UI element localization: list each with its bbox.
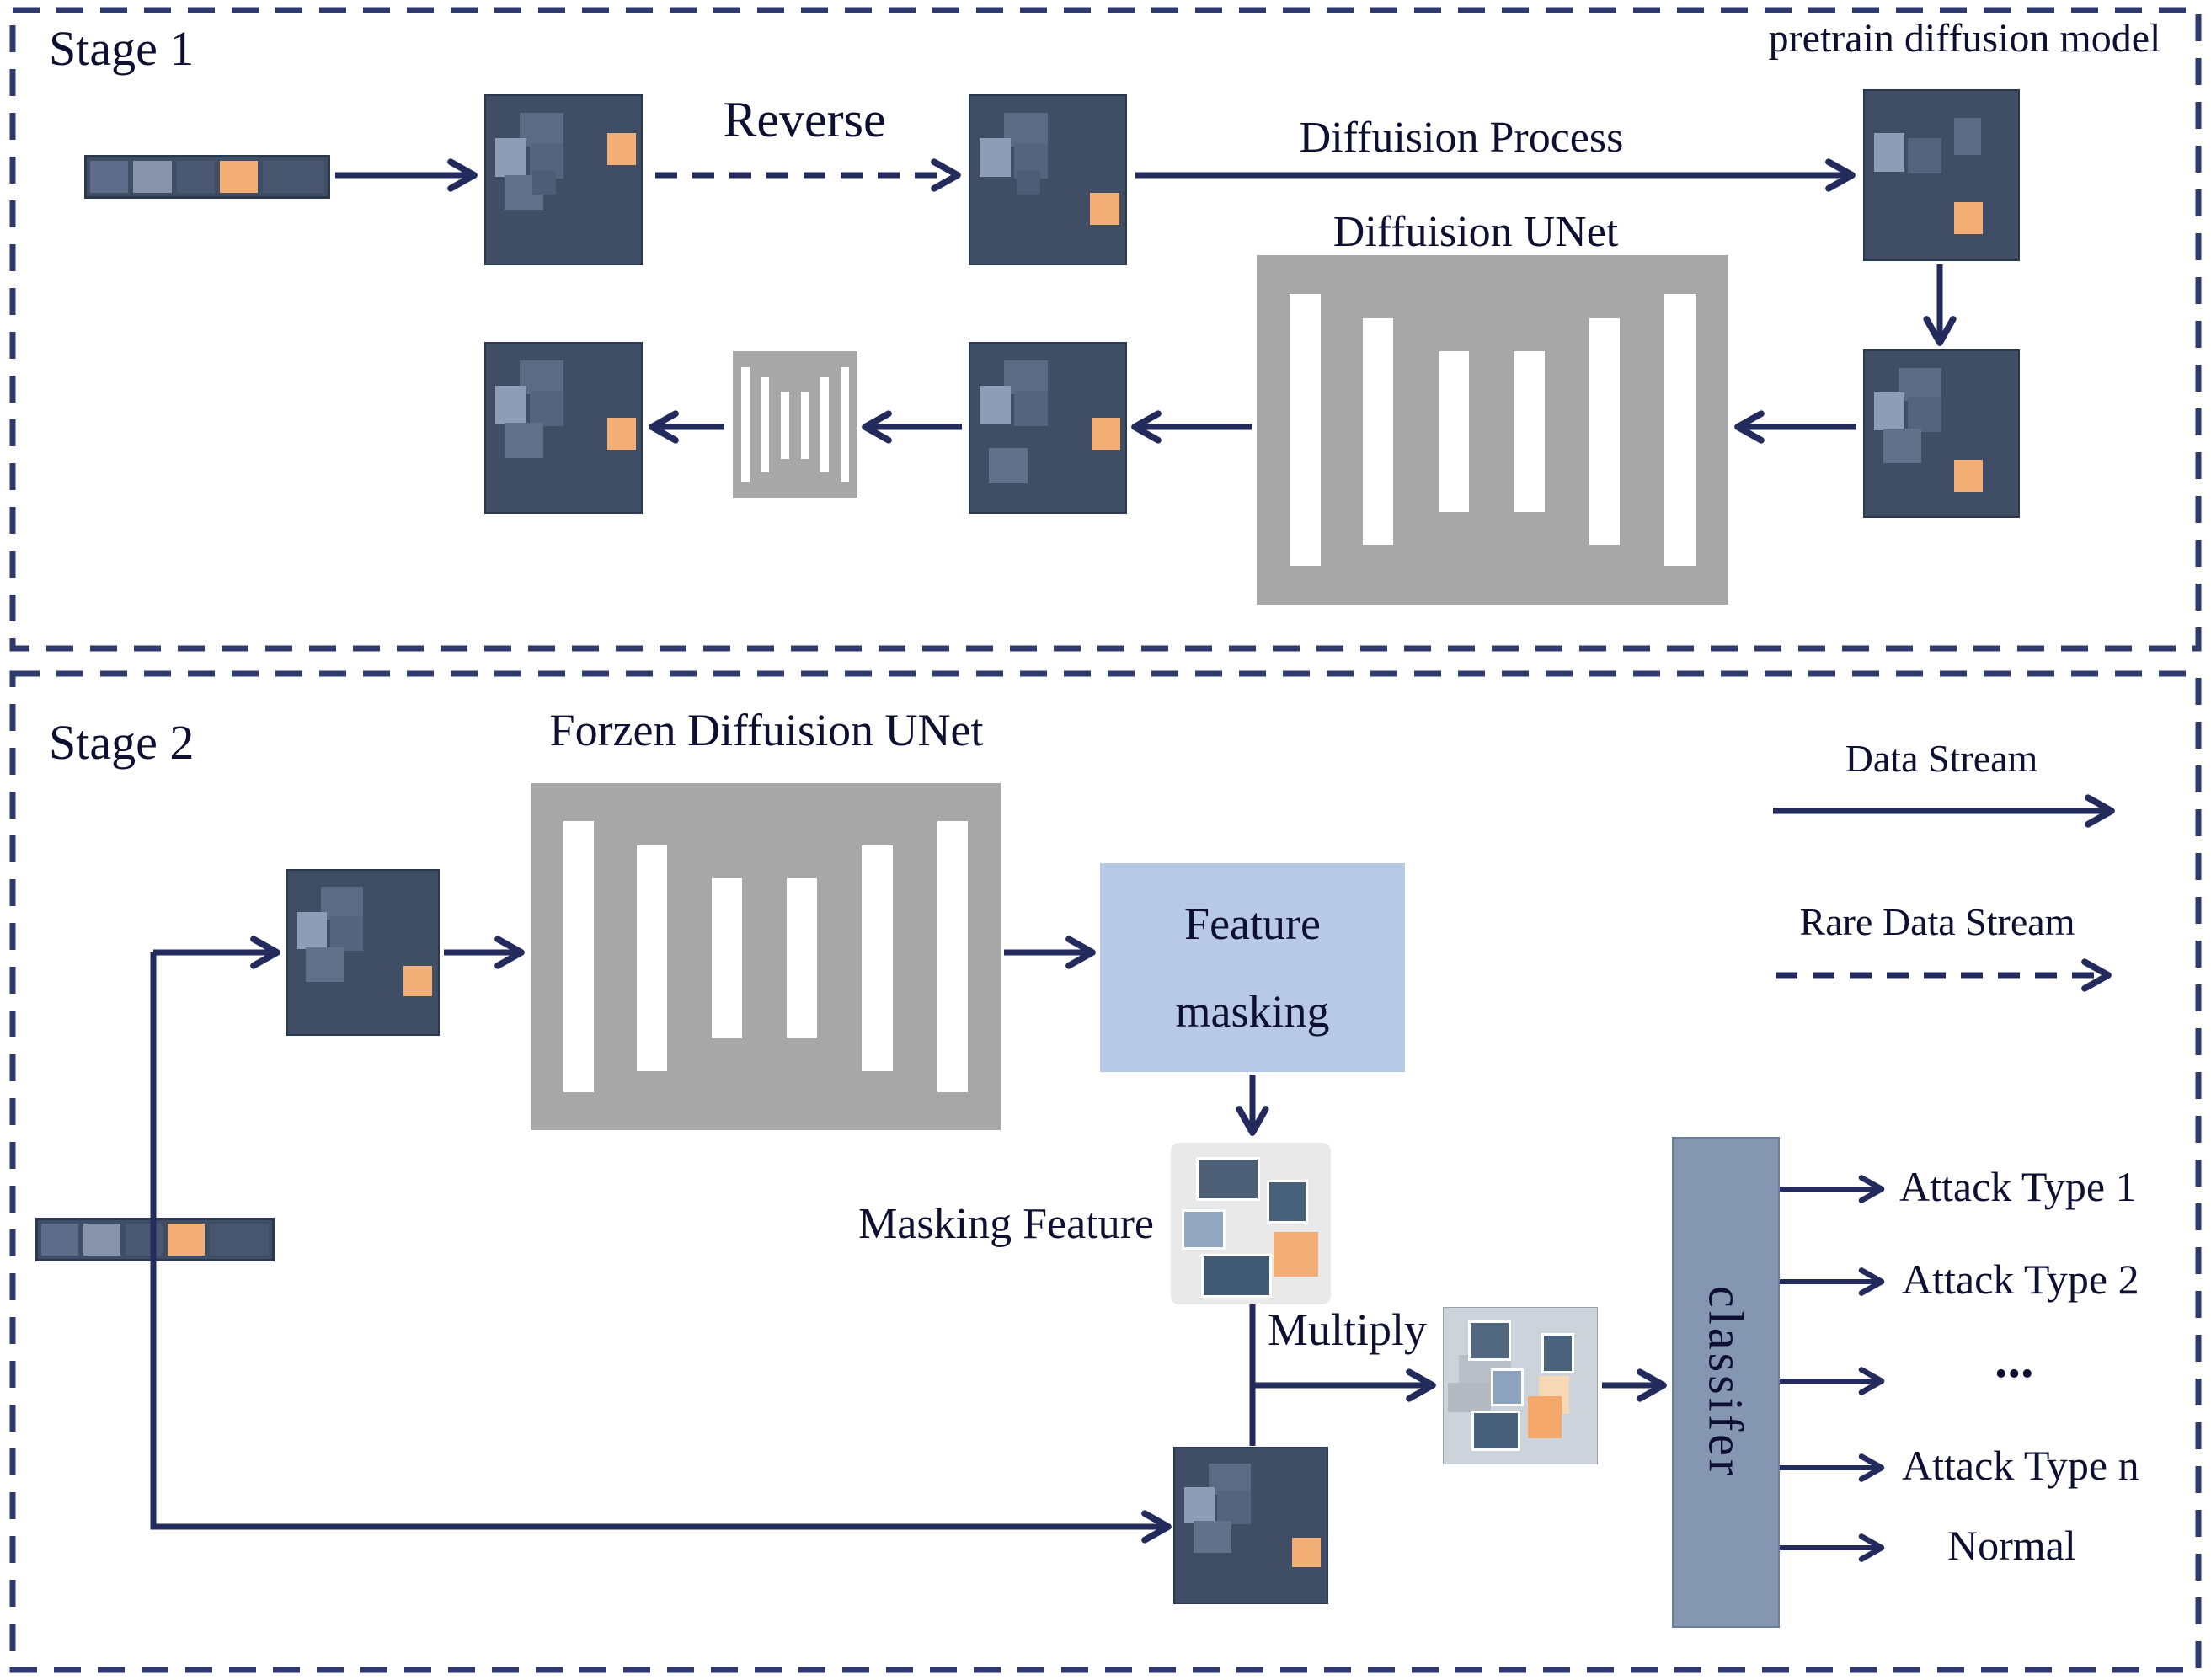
noisy-map-h (1173, 1447, 1328, 1604)
legend-data-stream-label: Data Stream (1845, 737, 2038, 780)
strip-cell-orange (220, 161, 259, 193)
noisy-map-c (1863, 89, 2020, 261)
stage2-border (9, 670, 2202, 1673)
input-data-strip-stage2 (35, 1218, 275, 1261)
diffusion-unet-label: Diffuision UNet (1332, 208, 1619, 256)
reverse-label: Reverse (723, 92, 886, 147)
orange-patch (1953, 202, 1984, 234)
feature-masking-line1: Feature (1184, 899, 1321, 950)
noisy-map-e (969, 342, 1127, 514)
masking-feature-map (1171, 1143, 1331, 1304)
output-attack-type-1: Attack Type 1 (1899, 1163, 2137, 1210)
noisy-map-a (484, 94, 643, 265)
output-attack-type-n: Attack Type n (1902, 1442, 2139, 1489)
strip-cell (176, 161, 216, 193)
noisy-map-g (286, 869, 440, 1036)
orange-patch (606, 132, 637, 165)
classifier-label: classifer (1698, 1285, 1754, 1480)
strip-cell (263, 161, 325, 193)
strip-cell-orange (167, 1224, 205, 1256)
orange-patch (1953, 460, 1984, 492)
strip-cell (209, 1224, 269, 1256)
multiplied-feature-map (1443, 1307, 1598, 1464)
output-attack-type-2: Attack Type 2 (1902, 1256, 2139, 1303)
orange-patch (1089, 193, 1119, 226)
diffusion-unet-glyph (1257, 255, 1728, 605)
orange-patch (1528, 1396, 1562, 1439)
diffusion-process-label: Diffuision Process (1299, 114, 1624, 162)
frozen-unet-glyph (531, 783, 1001, 1130)
multiply-label: Multiply (1268, 1304, 1428, 1355)
noisy-map-f (484, 342, 643, 514)
classifier-box: classifer (1672, 1137, 1780, 1628)
noisy-map-d (1863, 349, 2020, 518)
input-data-strip-stage1 (84, 155, 330, 199)
orange-patch (1273, 1231, 1318, 1277)
stage2-title: Stage 2 (49, 715, 195, 770)
orange-patch (1091, 418, 1121, 450)
frozen-unet-label: Forzen Diffuision UNet (549, 705, 984, 755)
small-unet-glyph (733, 351, 857, 498)
output-ellipsis: ... (1995, 1331, 2034, 1389)
stage1-title: Stage 1 (49, 21, 195, 76)
legend-rare-data-stream-label: Rare Data Stream (1799, 900, 2075, 943)
feature-masking-box: Feature masking (1100, 863, 1405, 1072)
strip-cell (41, 1224, 78, 1256)
orange-patch (403, 965, 432, 997)
masking-feature-label: Masking Feature (858, 1200, 1154, 1248)
strip-cell (125, 1224, 163, 1256)
orange-patch (1291, 1538, 1321, 1567)
strip-cell (83, 1224, 120, 1256)
noisy-map-b (969, 94, 1127, 265)
orange-patch (606, 418, 637, 450)
strip-cell (133, 161, 172, 193)
feature-masking-line2: masking (1175, 985, 1330, 1037)
output-normal: Normal (1947, 1522, 2076, 1569)
pretrain-model-label: pretrain diffusion model (1768, 16, 2161, 61)
strip-cell (90, 161, 129, 193)
